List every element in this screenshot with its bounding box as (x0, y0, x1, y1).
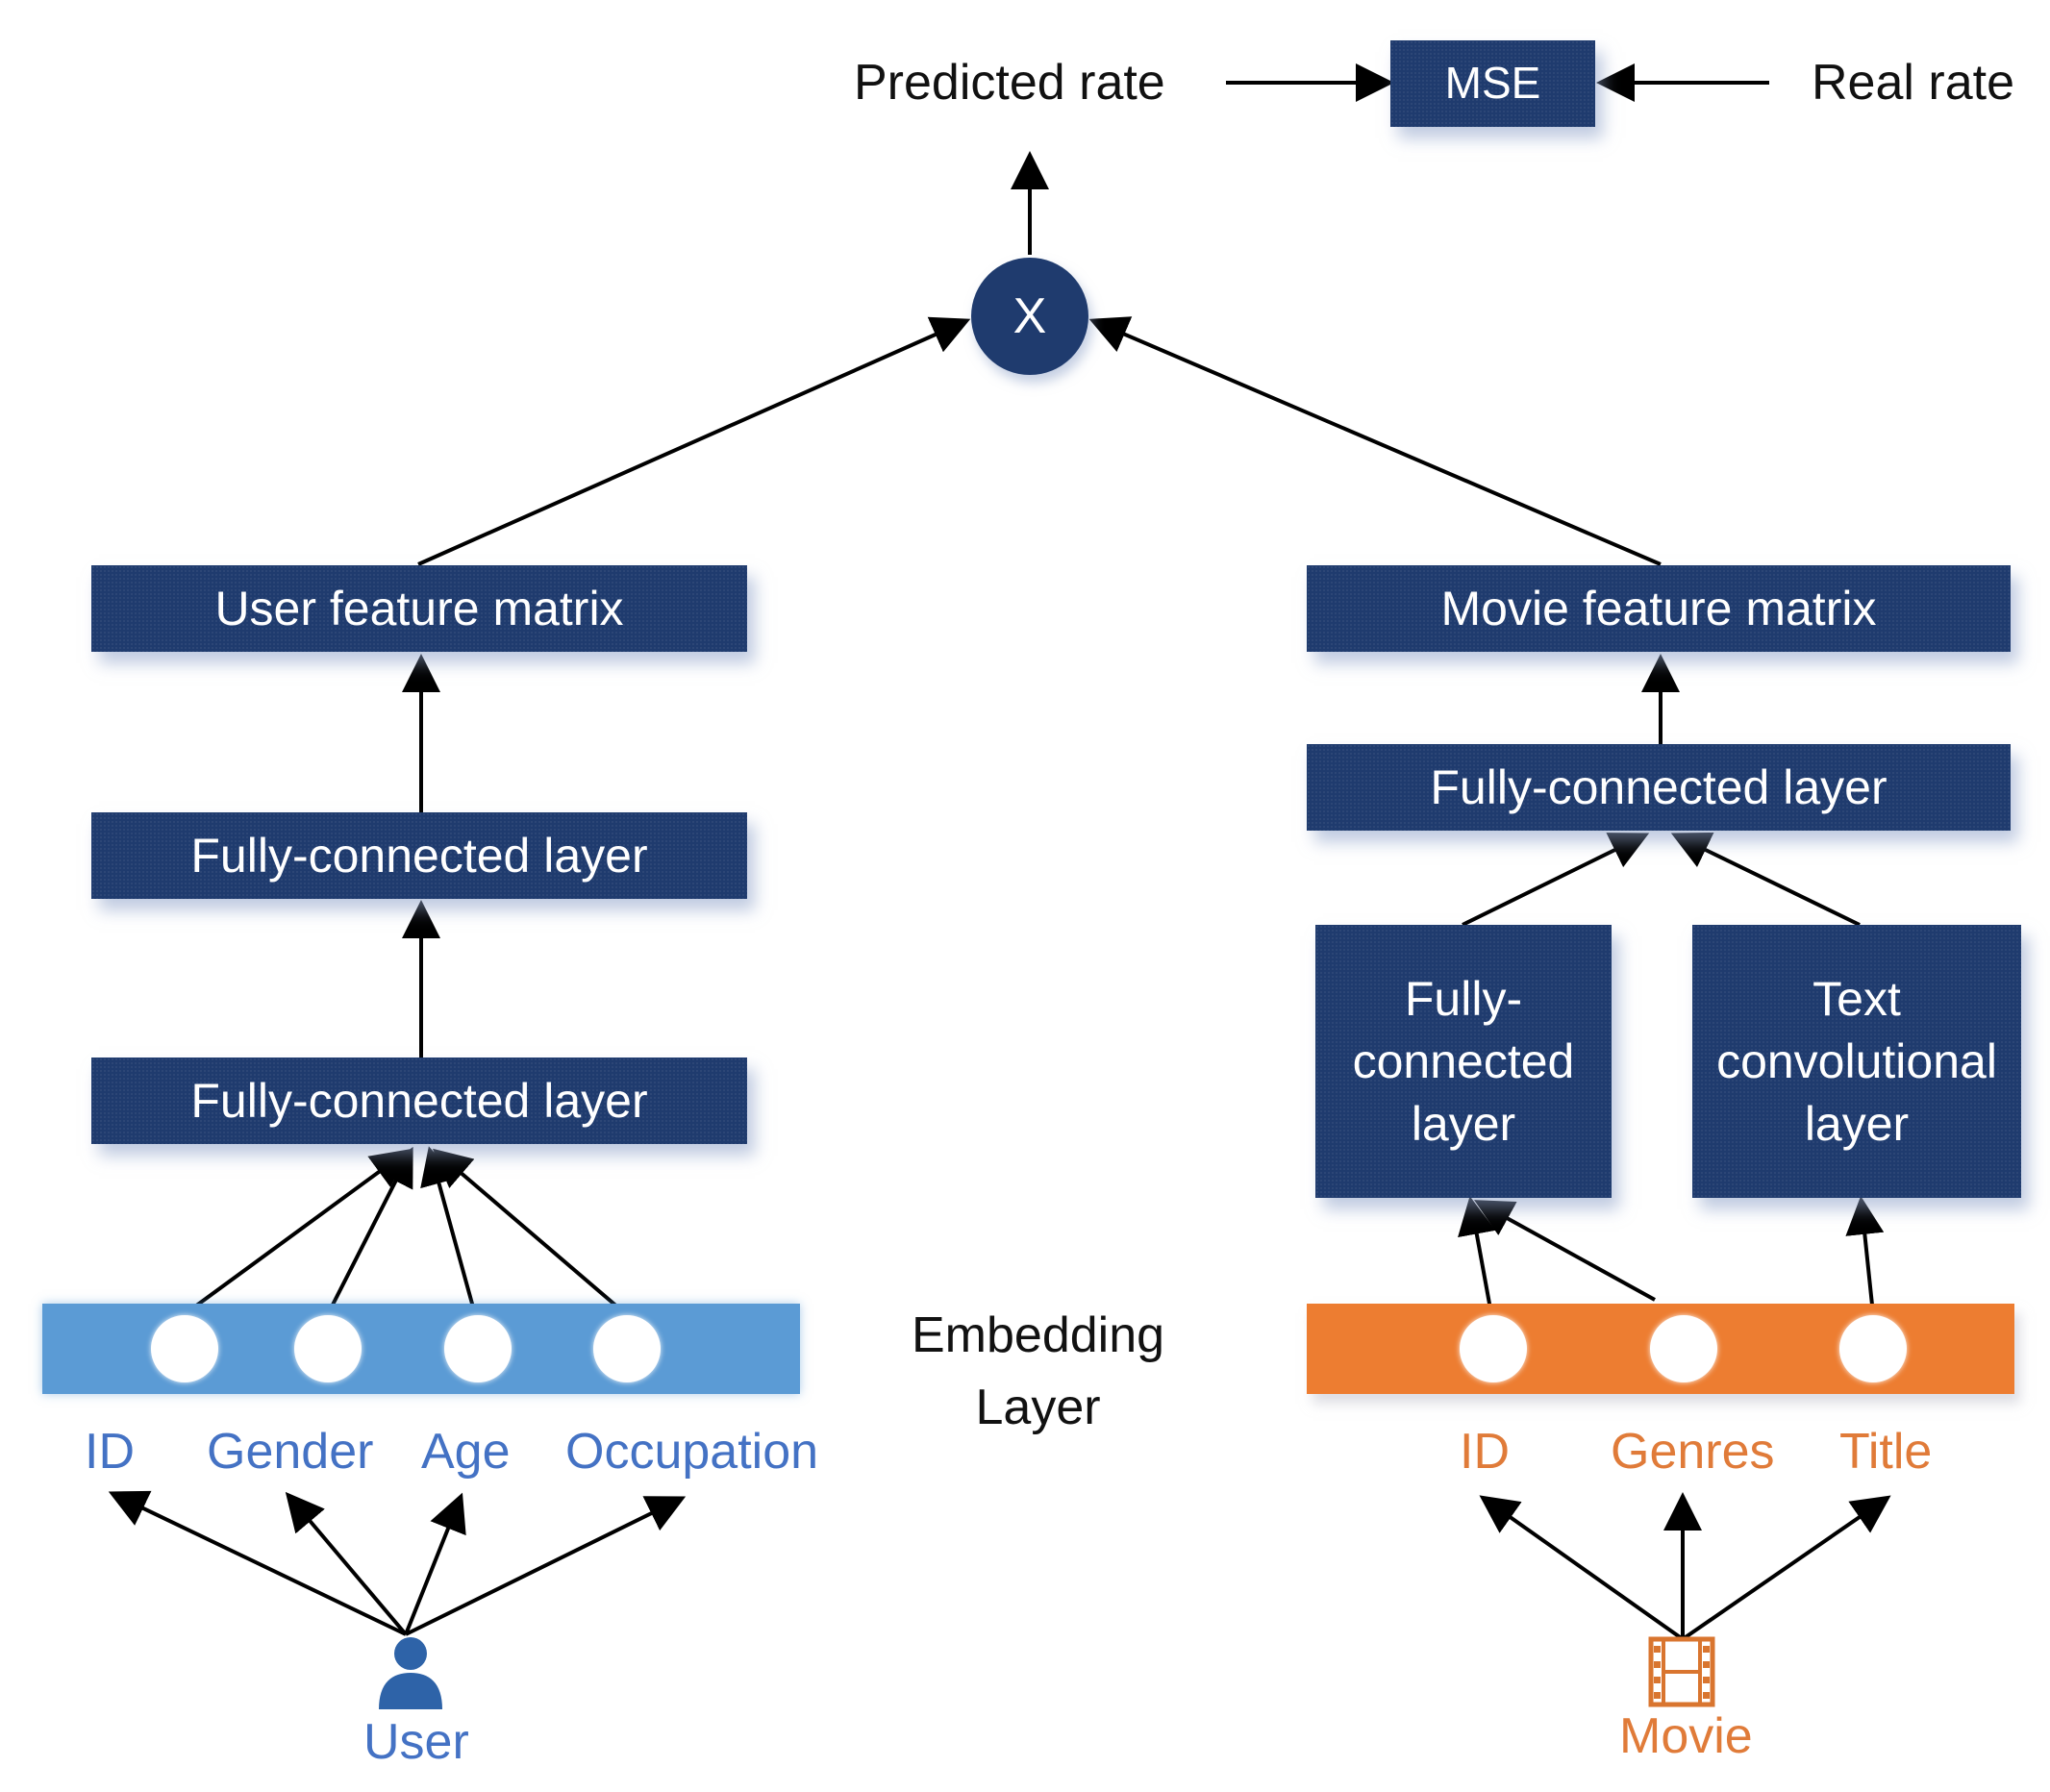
mse-box: MSE (1390, 40, 1595, 127)
film-strip-icon (1648, 1636, 1715, 1707)
movie-small-fc-layer-label: Fully- connected layer (1352, 971, 1575, 1151)
arrow-user-gender-to-fc (326, 1146, 413, 1315)
arrow-movie-matrix-to-multiply (1088, 316, 1662, 566)
arrow-user-matrix-to-multiply (417, 316, 971, 566)
movie-small-fc-layer-box: Fully- connected layer (1315, 925, 1612, 1198)
user-age-embedding-node (444, 1315, 512, 1382)
movie-input-id: ID (1460, 1424, 1510, 1480)
user-gender-embedding-node (294, 1315, 362, 1382)
arrow-movie-title-to-conv (1845, 1196, 1885, 1315)
movie-title-embedding-node (1839, 1315, 1907, 1382)
arrow-text-conv-to-fc (1670, 833, 1861, 927)
user-fc-layer-1-box: Fully-connected layer (91, 1058, 747, 1144)
arrow-user-occupation-to-fc (432, 1148, 628, 1316)
arrow-movie-small-fc-to-fc (1462, 833, 1650, 927)
user-input-gender: Gender (207, 1424, 374, 1480)
user-input-age: Age (421, 1424, 511, 1480)
movie-genres-embedding-node (1650, 1315, 1717, 1382)
real-rate-label: Real rate (1812, 55, 2014, 111)
movie-fc-layer-box: Fully-connected layer (1307, 744, 2011, 831)
predicted-rate-label: Predicted rate (854, 55, 1165, 111)
user-source-label: User (363, 1714, 469, 1770)
arrow-movie-genres-to-fc (1473, 1200, 1656, 1302)
arrow-user-to-occupation (405, 1496, 687, 1636)
embedding-layer-label: Embedding Layer (912, 1307, 1165, 1436)
user-fc-layer-1-label: Fully-connected layer (190, 1073, 648, 1128)
user-fc-layer-2-box: Fully-connected layer (91, 812, 747, 899)
movie-source-label: Movie (1619, 1708, 1753, 1764)
movie-id-embedding-node (1460, 1315, 1527, 1382)
multiply-node: X (971, 258, 1088, 375)
user-occupation-embedding-node (593, 1315, 661, 1382)
user-input-occupation: Occupation (565, 1424, 819, 1480)
text-convolutional-layer-label: Text convolutional layer (1716, 971, 1997, 1151)
movie-fc-layer-label: Fully-connected layer (1430, 759, 1888, 814)
movie-feature-matrix-label: Movie feature matrix (1440, 581, 1877, 635)
arrow-movie-to-id (1479, 1495, 1685, 1641)
arrow-movie-to-title (1681, 1495, 1891, 1641)
multiply-symbol: X (1012, 288, 1047, 344)
movie-input-genres: Genres (1611, 1424, 1775, 1480)
arrow-user-id-to-fc (183, 1149, 411, 1316)
text-convolutional-layer-box: Text convolutional layer (1692, 925, 2021, 1198)
user-feature-matrix-box: User feature matrix (91, 565, 747, 652)
arrow-user-to-id (108, 1490, 407, 1636)
arrow-user-to-gender (285, 1491, 408, 1636)
arrow-movie-id-to-fc (1458, 1196, 1496, 1315)
user-feature-matrix-label: User feature matrix (214, 581, 624, 635)
user-input-id: ID (85, 1424, 135, 1480)
user-fc-layer-2-label: Fully-connected layer (190, 828, 648, 883)
user-id-embedding-node (151, 1315, 218, 1382)
movie-feature-matrix-box: Movie feature matrix (1307, 565, 2011, 652)
mse-label: MSE (1444, 58, 1541, 109)
movie-input-title: Title (1839, 1424, 1933, 1480)
person-icon (379, 1637, 442, 1709)
arrow-user-to-age (404, 1492, 466, 1635)
